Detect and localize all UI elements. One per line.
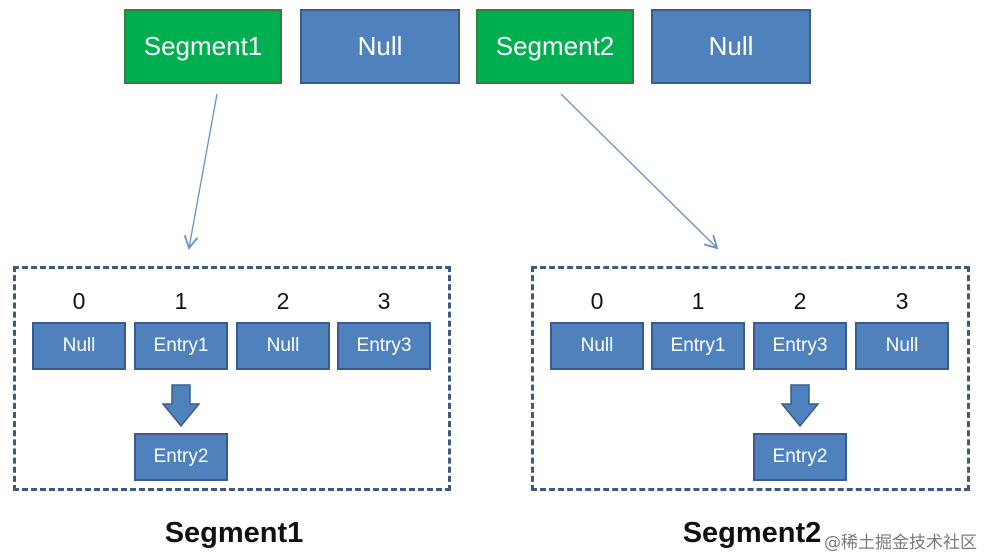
segment1-chain-arrow-icon — [161, 384, 201, 428]
segment1-chained-entry: Entry2 — [134, 433, 228, 481]
segment2-pointer-arrow — [560, 93, 719, 250]
segment1-caption: Segment1 — [164, 517, 304, 549]
segment1-index-0: 0 — [72, 288, 86, 314]
segment2-bucket-2: Entry3 — [753, 322, 847, 370]
segment2-bucket-1: Entry1 — [651, 322, 745, 370]
segment2-chained-entry: Entry2 — [753, 433, 847, 481]
segment2-chain-arrow-icon — [780, 384, 820, 428]
watermark: @稀土掘金技术社区 — [824, 533, 977, 553]
segment2-caption: Segment2 — [682, 517, 822, 549]
segment1-pointer-arrow — [183, 93, 218, 250]
segment2-bucket-0: Null — [550, 322, 644, 370]
segment1-bucket-2: Null — [236, 322, 330, 370]
segment2-index-3: 3 — [895, 288, 909, 314]
segment2-bucket-3: Null — [855, 322, 949, 370]
top-null-box-1: Null — [300, 9, 460, 84]
top-segment2-box: Segment2 — [476, 9, 634, 84]
segment2-index-0: 0 — [590, 288, 604, 314]
segment1-group — [13, 266, 451, 491]
segment1-bucket-0: Null — [32, 322, 126, 370]
segment1-index-3: 3 — [377, 288, 391, 314]
segment2-group — [531, 266, 970, 491]
segment1-bucket-3: Entry3 — [337, 322, 431, 370]
segment2-index-1: 1 — [691, 288, 705, 314]
segment1-index-1: 1 — [174, 288, 188, 314]
segment1-bucket-1: Entry1 — [134, 322, 228, 370]
top-null-box-2: Null — [651, 9, 811, 84]
top-segment1-box: Segment1 — [124, 9, 282, 84]
segment1-index-2: 2 — [276, 288, 290, 314]
segment2-index-2: 2 — [793, 288, 807, 314]
